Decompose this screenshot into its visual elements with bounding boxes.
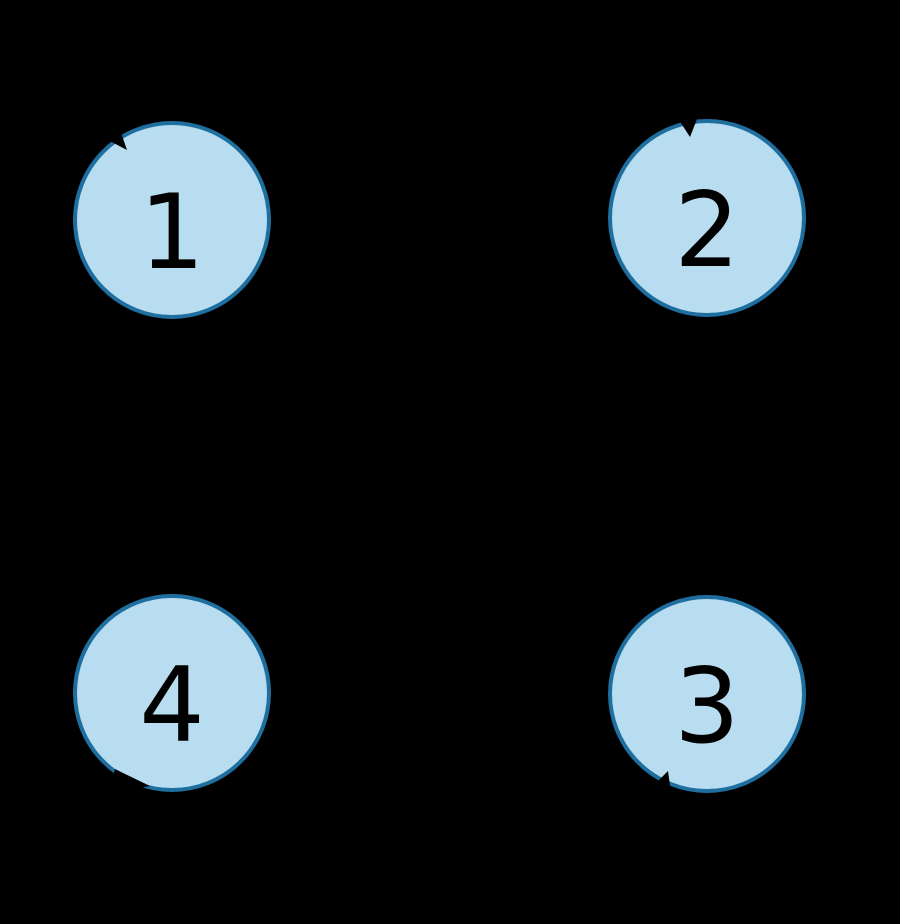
node-label-4: 4 [139,646,205,766]
graph-node-4 [73,594,271,792]
graph-node-3 [608,595,806,793]
edge-arrowhead-at-node-1 [104,124,127,150]
node-label-3: 3 [674,647,740,767]
node-label-1: 1 [139,173,205,293]
edge-arrowhead-at-node-2 [677,114,699,137]
edge-arrowhead-at-node-4 [108,769,150,795]
edge-arrowheads-layer [104,114,699,795]
node-label-2: 2 [674,171,740,291]
nodes-layer: 1 2 3 4 [73,119,806,793]
edge-arrowhead-at-node-3 [651,771,671,793]
graph-node-1 [73,121,271,319]
graph-node-2 [608,119,806,317]
